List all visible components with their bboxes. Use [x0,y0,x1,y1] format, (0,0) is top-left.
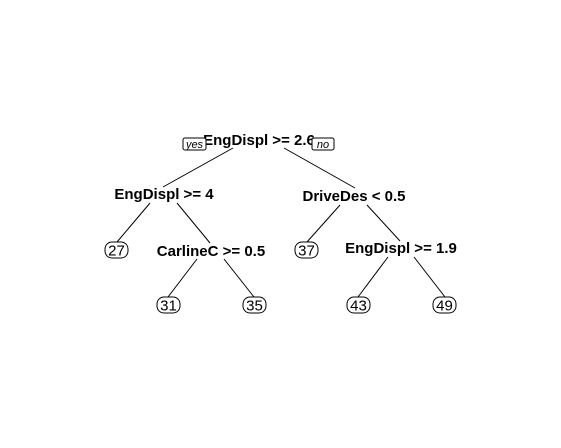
split-left-right: CarlineC >= 0.5 [157,243,265,260]
split-left: EngDispl >= 4 [114,186,214,203]
edge-right-leaf-37 [306,204,341,243]
split-root: EngDispl >= 2.6 [203,132,315,149]
yes-branch-label: yes [182,137,207,151]
edge-carlinec-leaf-31 [167,258,198,298]
svg-text:yes: yes [185,139,204,151]
svg-text:37: 37 [298,243,315,260]
svg-text:31: 31 [160,298,177,315]
split-right: DriveDes < 0.5 [303,188,406,205]
leaf-node: 43 [346,296,371,315]
no-branch-label: no [311,137,335,151]
svg-text:35: 35 [246,298,263,315]
edge-root-right [283,147,356,189]
edge-engdispl19-leaf-43 [357,256,389,298]
svg-text:43: 43 [350,298,367,315]
leaf-node: 31 [156,296,181,315]
leaf-node: 35 [242,296,267,315]
tree-edges [116,147,446,298]
edge-left-leaf-27 [116,202,151,243]
svg-text:27: 27 [108,243,125,260]
leaf-node: 49 [432,296,457,315]
leaf-node: 37 [294,241,319,260]
edge-left-carlinec [176,202,211,244]
edge-carlinec-leaf-35 [223,258,255,298]
svg-text:49: 49 [436,298,453,315]
leaf-node: 27 [104,241,129,260]
edge-root-left [162,147,234,188]
edge-engdispl19-leaf-49 [413,256,446,298]
svg-text:no: no [317,139,329,151]
edge-right-engdispl19 [366,204,401,242]
split-right-right: EngDispl >= 1.9 [345,240,457,257]
